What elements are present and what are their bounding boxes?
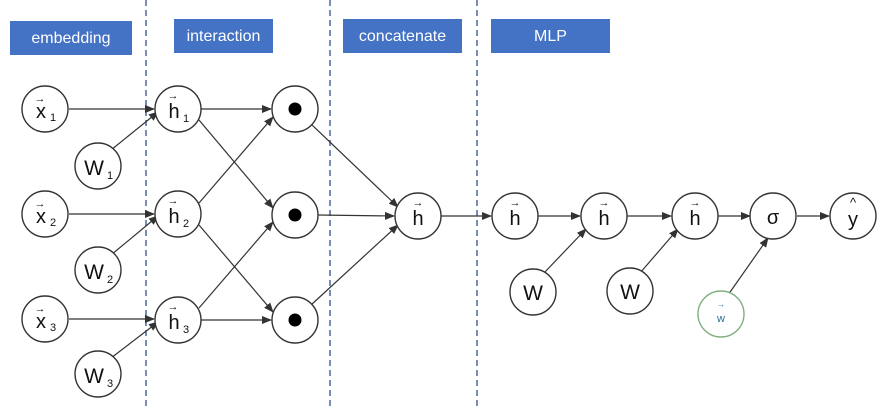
label-h3: h xyxy=(168,312,179,334)
hat-y: ^ xyxy=(850,195,857,210)
node-w-small: → w xyxy=(697,290,745,338)
label-x1: x xyxy=(36,101,46,123)
header-embedding: embedding xyxy=(10,21,132,55)
edge-wmlp2-hmlp3 xyxy=(639,228,679,274)
sub-x1: 1 xyxy=(50,112,56,124)
node-w2: W 2 xyxy=(74,246,122,294)
dot-product-icon xyxy=(288,208,302,222)
edge-w2-h2 xyxy=(110,215,159,256)
edge-w1-h1 xyxy=(110,111,159,151)
sub-h2: 2 xyxy=(183,218,189,230)
label-h-mlp3: h xyxy=(689,208,700,230)
header-embedding-box xyxy=(10,21,132,55)
header-mlp-box xyxy=(491,19,610,53)
label-h-mlp1: h xyxy=(509,208,520,230)
header-interaction: interaction xyxy=(174,19,273,53)
label-w-mlp2: W xyxy=(620,281,640,304)
sub-x2: 2 xyxy=(50,217,56,229)
node-w1: W 1 xyxy=(74,142,122,190)
node-h3: → h 3 xyxy=(154,296,202,344)
header-concatenate-box xyxy=(343,19,462,53)
arrow-x3: → xyxy=(35,303,46,315)
label-w2: W xyxy=(84,261,104,284)
header-embedding-label: embedding xyxy=(31,30,110,47)
arrow-h1: → xyxy=(168,90,179,102)
edge-wmlp1-hmlp2 xyxy=(543,228,587,274)
node-w-mlp2: W xyxy=(606,267,654,315)
label-h-mlp2: h xyxy=(598,208,609,230)
header-interaction-label: interaction xyxy=(187,28,261,45)
sub-w3: 3 xyxy=(107,378,113,390)
node-h-concat: → h xyxy=(394,192,442,240)
node-x2: → x 2 xyxy=(21,190,69,238)
edge-h2-dot1 xyxy=(198,116,274,204)
node-dot2 xyxy=(271,191,319,239)
label-h-concat: h xyxy=(412,208,423,230)
arrow-x1: → xyxy=(35,93,46,105)
node-w-mlp1: W xyxy=(509,268,557,316)
node-x3: → x 3 xyxy=(21,295,69,343)
label-h1: h xyxy=(168,101,179,123)
sub-w2: 2 xyxy=(107,274,113,286)
sub-x3: 3 xyxy=(50,322,56,334)
arrow-h-concat: → xyxy=(413,197,424,209)
edge-wsmall-sigma xyxy=(727,237,769,296)
header-interaction-box xyxy=(174,19,273,53)
dot-product-icon xyxy=(288,313,302,327)
node-h1: → h 1 xyxy=(154,85,202,133)
arrow-h-mlp3: → xyxy=(690,197,701,209)
label-w-small: w xyxy=(716,313,725,325)
label-sigma: σ xyxy=(767,207,780,229)
edges xyxy=(69,105,830,359)
label-w1: W xyxy=(84,157,104,180)
edge-h3-dot2 xyxy=(198,221,274,309)
edge-w3-h3 xyxy=(110,321,159,359)
node-x1: → x 1 xyxy=(21,85,69,133)
arrow-h-mlp2: → xyxy=(599,197,610,209)
node-y-hat: ^ y xyxy=(829,192,877,240)
label-x2: x xyxy=(36,206,46,228)
header-concatenate-label: concatenate xyxy=(359,28,446,45)
label-x3: x xyxy=(36,311,46,333)
sub-h3: 3 xyxy=(183,324,189,336)
edge-h2-dot3 xyxy=(198,224,274,313)
node-h2: → h 2 xyxy=(154,190,202,238)
label-y-hat: y xyxy=(848,209,858,231)
node-w3: W 3 xyxy=(74,350,122,398)
header-concatenate: concatenate xyxy=(343,19,462,53)
node-h-mlp3: → h xyxy=(671,192,719,240)
edge-dot1-hconcat xyxy=(310,123,399,208)
arrow-h2: → xyxy=(168,195,179,207)
edge-dot2-hconcat xyxy=(317,211,395,220)
label-w3: W xyxy=(84,365,104,388)
arrow-h-mlp1: → xyxy=(510,197,521,209)
node-h-mlp2: → h xyxy=(580,192,628,240)
nodes: → x 1 → x 2 → x 3 W 1 W 2 W xyxy=(21,85,877,398)
stage-dividers xyxy=(145,0,478,406)
label-w-mlp1: W xyxy=(523,282,543,305)
sub-h1: 1 xyxy=(183,113,189,125)
arrow-x2: → xyxy=(35,198,46,210)
edge-dot3-hconcat xyxy=(310,224,399,306)
node-sigma: σ xyxy=(749,192,797,240)
header-mlp-label: MLP xyxy=(534,28,567,45)
node-dot1 xyxy=(271,85,319,133)
dot-product-icon xyxy=(288,102,302,116)
node-dot3 xyxy=(271,296,319,344)
arrow-w-small: → xyxy=(717,300,725,309)
sub-w1: 1 xyxy=(107,170,113,182)
header-mlp: MLP xyxy=(491,19,610,53)
arrow-h3: → xyxy=(168,301,179,313)
node-h-mlp1: → h xyxy=(491,192,539,240)
label-h2: h xyxy=(168,206,179,228)
stage-headers: embedding interaction concatenate MLP xyxy=(10,19,610,55)
edge-h1-dot2 xyxy=(198,119,274,209)
